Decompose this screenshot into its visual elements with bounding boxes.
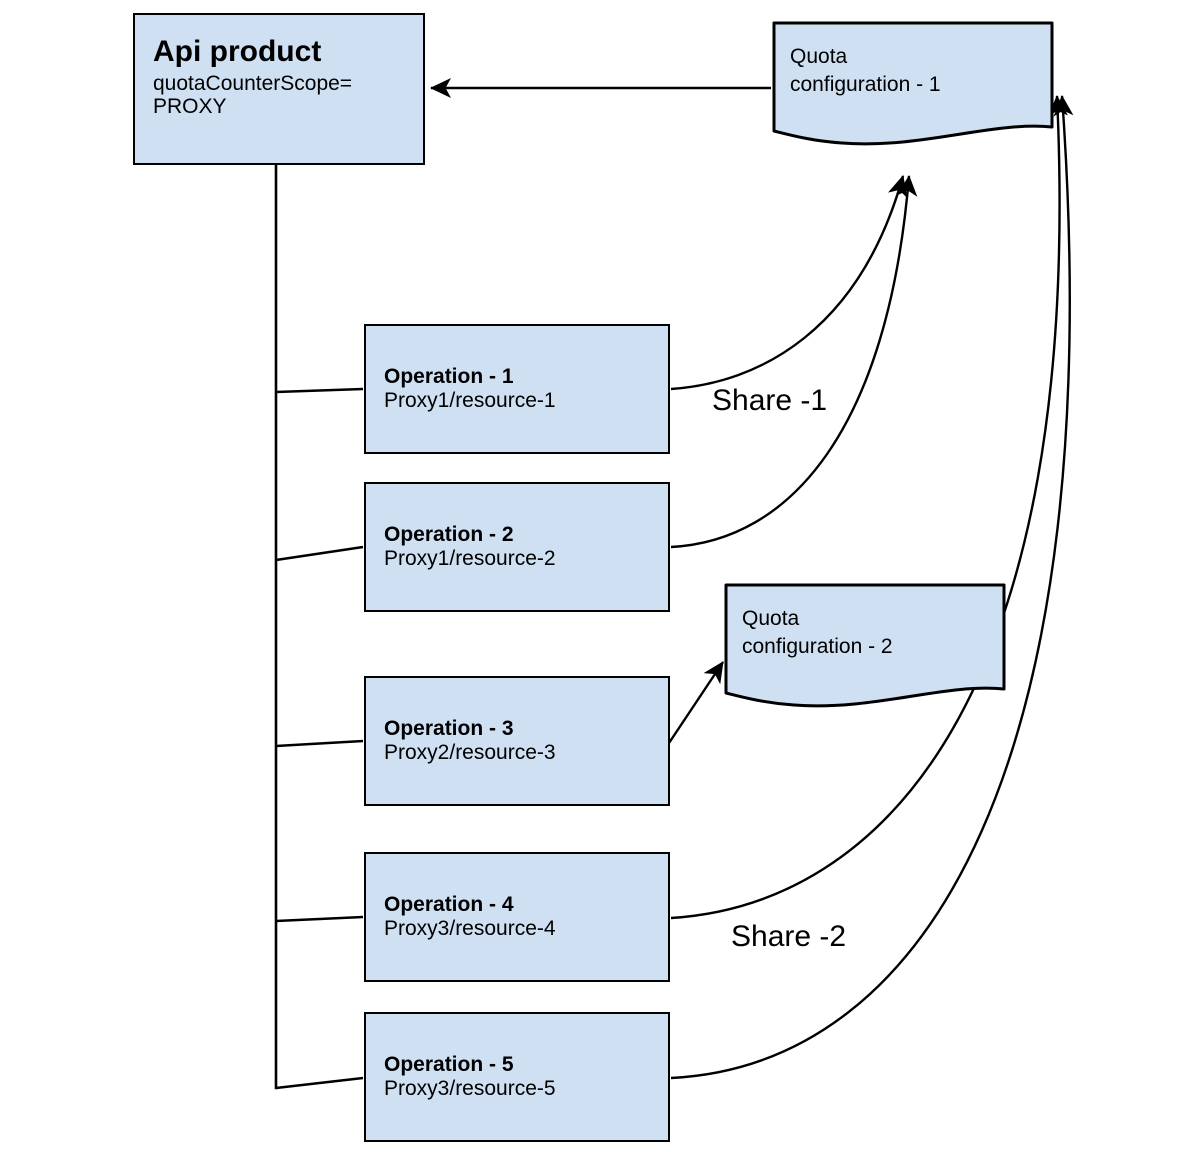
operation-3-title: Operation - 3 [384,717,514,741]
operation-3-subtitle: Proxy2/resource-3 [384,741,556,764]
quota-configuration-2-label: Quota configuration - 2 [742,607,893,658]
node-api-product[interactable]: Api product quotaCounterScope= PROXY [133,13,425,165]
edge-operation-2-to-quota1 [670,175,918,549]
node-operation-4[interactable]: Operation - 4 Proxy3/resource-4 [364,852,670,982]
edge-api-product-to-operation-4 [275,915,364,923]
operation-2-subtitle: Proxy1/resource-2 [384,547,556,570]
node-operation-1[interactable]: Operation - 1 Proxy1/resource-1 [364,324,670,454]
operation-1-title: Operation - 1 [384,365,514,389]
edge-operation-1-to-quota1 [670,175,908,391]
edge-api-product-to-operation-1 [275,387,364,394]
node-quota-configuration-2[interactable]: Quota configuration - 2 [724,583,1006,711]
node-operation-2[interactable]: Operation - 2 Proxy1/resource-2 [364,482,670,612]
operation-1-subtitle: Proxy1/resource-1 [384,389,556,412]
operation-2-title: Operation - 2 [384,523,514,547]
api-product-title: Api product [153,35,322,68]
node-operation-5[interactable]: Operation - 5 Proxy3/resource-5 [364,1012,670,1142]
edge-operation-5-to-quota1 [670,95,1074,1080]
node-quota-configuration-1[interactable]: Quota configuration - 1 [772,21,1054,149]
api-product-subtitle: quotaCounterScope= PROXY [153,71,353,119]
document-shape-icon [772,21,1054,146]
node-operation-3[interactable]: Operation - 3 Proxy2/resource-3 [364,676,670,806]
edge-operation-3-to-quota2 [668,661,724,744]
edge-api-product-to-operation-2 [275,545,364,562]
quota-configuration-1-label: Quota configuration - 1 [790,45,941,96]
edge-api-product-to-operation-5 [275,1076,364,1090]
edge-label-share-2: Share -2 [731,920,847,953]
edge-api-product-to-operation-3 [275,739,364,748]
edge-label-share-1: Share -1 [712,384,828,417]
operation-5-title: Operation - 5 [384,1053,514,1077]
operation-5-subtitle: Proxy3/resource-5 [384,1077,556,1100]
document-shape-icon [724,583,1006,708]
operation-4-subtitle: Proxy3/resource-4 [384,917,556,940]
operation-4-title: Operation - 4 [384,893,514,917]
edge-operation-4-to-quota1 [670,95,1068,920]
